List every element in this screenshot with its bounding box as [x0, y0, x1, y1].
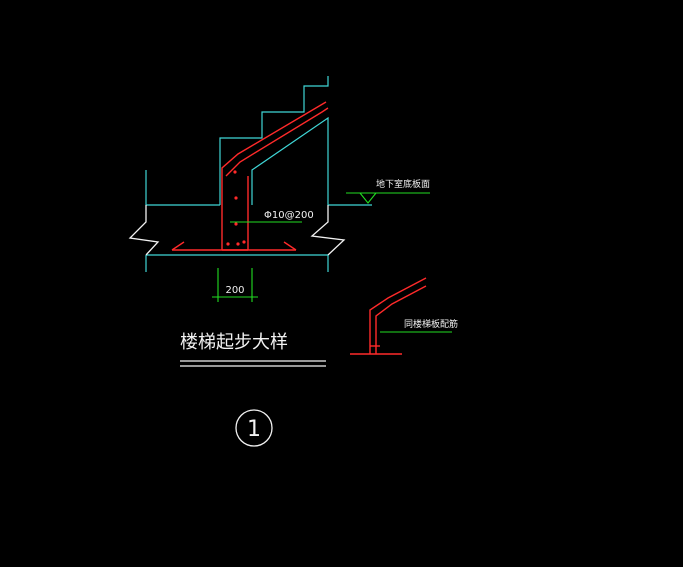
rebar-inclined-inner: [225, 107, 329, 177]
rebar-dot: [226, 242, 230, 246]
detail-number-circle: [235, 409, 273, 447]
concrete-outline: [128, 76, 372, 272]
secondary-rebar-inner: [375, 285, 427, 354]
secondary-rebar-outer: [369, 277, 427, 354]
break-line-left: [128, 205, 160, 256]
rebar-dot: [242, 240, 246, 244]
rebar-hook-left: [171, 241, 185, 251]
rebar-hook-right: [283, 241, 297, 251]
rebar-label: Φ10@200: [264, 210, 314, 221]
stair-slab-underside: [251, 116, 329, 205]
floor-label: 地下室底板面: [376, 178, 430, 190]
floor-level-marker: [359, 192, 377, 204]
stair-steps-profile: [219, 76, 329, 205]
break-line-right: [310, 205, 346, 256]
note-label: 同楼梯板配筋: [404, 318, 458, 330]
rebar-dot: [234, 196, 238, 200]
secondary-detail: [350, 277, 452, 355]
rebar-group: [171, 101, 329, 251]
dimension-label: 200: [225, 285, 244, 296]
drawing-title: 楼梯起步大样: [180, 332, 288, 353]
detail-number: 1: [247, 417, 261, 442]
rebar-dot: [233, 170, 237, 174]
rebar-dot: [236, 242, 240, 246]
rebar-dot: [234, 222, 238, 226]
annotation-leaders: [212, 192, 430, 302]
rebar-inclined-main: [221, 101, 327, 250]
